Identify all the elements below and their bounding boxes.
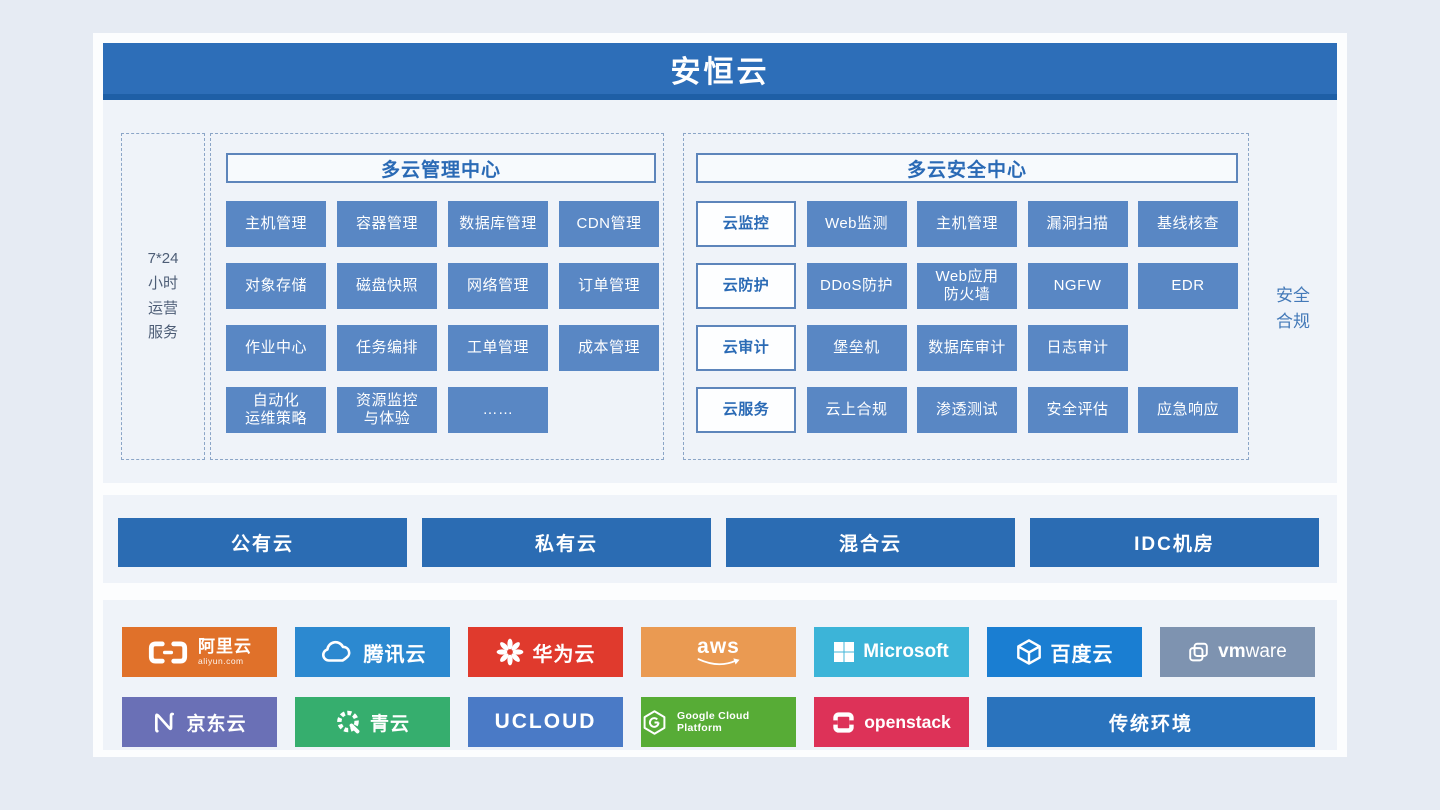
- security-item: EDR: [1138, 263, 1238, 309]
- management-center-panel: 多云管理中心 主机管理 容器管理 数据库管理 CDN管理 对象存储 磁盘快照 网…: [210, 133, 664, 460]
- provider-label: vm: [1218, 641, 1246, 662]
- infrastructure-item-private-cloud: 私有云: [422, 518, 711, 567]
- provider-tile-baidu-cloud: 百度云: [987, 627, 1142, 677]
- management-item: 订单管理: [559, 263, 659, 309]
- security-item: Web应用 防火墙: [917, 263, 1017, 309]
- management-item: CDN管理: [559, 201, 659, 247]
- architecture-panel: 安恒云 7*24 小时 运营 服务 多云管理中心 主机管理 容器管理 数据库管理…: [103, 43, 1337, 483]
- security-item: 渗透测试: [917, 387, 1017, 433]
- provider-tile-openstack: openstack: [814, 697, 969, 747]
- management-item: 作业中心: [226, 325, 326, 371]
- provider-label: ware: [1245, 641, 1287, 662]
- management-item: 资源监控 与体验: [337, 387, 437, 433]
- huawei-flower-icon: [496, 638, 524, 666]
- infrastructure-item-public-cloud: 公有云: [118, 518, 407, 567]
- security-center-panel: 多云安全中心 云监控 Web监测 主机管理 漏洞扫描 基线核查 云防护 DDoS…: [683, 133, 1249, 460]
- security-item: 云上合规: [806, 387, 907, 433]
- provider-label: Microsoft: [863, 641, 949, 662]
- provider-tile-qingcloud: 青云: [295, 697, 450, 747]
- security-item: NGFW: [1027, 263, 1128, 309]
- security-category: 云服务: [696, 387, 796, 433]
- security-category: 云监控: [696, 201, 796, 247]
- provider-tile-tencent-cloud: 腾讯云: [295, 627, 450, 677]
- management-item: 工单管理: [448, 325, 548, 371]
- security-center-title: 多云安全中心: [696, 153, 1238, 183]
- management-item: 容器管理: [337, 201, 437, 247]
- management-item-more: ……: [448, 387, 548, 433]
- baidu-cube-icon: [1016, 638, 1042, 666]
- provider-label: 传统环境: [1108, 713, 1193, 735]
- provider-sublabel: aliyun.com: [198, 656, 244, 667]
- security-item: 日志审计: [1027, 325, 1128, 371]
- provider-label: 阿里云: [198, 637, 252, 657]
- provider-tile-traditional-env: 传统环境: [987, 697, 1315, 747]
- microsoft-window-icon: [834, 642, 855, 662]
- security-item: 漏洞扫描: [1027, 201, 1128, 247]
- security-item: 主机管理: [917, 201, 1017, 247]
- provider-label: 华为云: [532, 643, 596, 666]
- vmware-icon: [1188, 642, 1209, 663]
- security-category: 云审计: [696, 325, 796, 371]
- security-compliance-label: 安全 合规: [1276, 286, 1310, 331]
- provider-label: aws: [697, 635, 740, 658]
- provider-tile-jd-cloud: 京东云: [122, 697, 277, 747]
- providers-row-1: 阿里云 aliyun.com 腾讯云: [122, 627, 1315, 677]
- ops-service-label: 7*24 小时 运营 服务: [147, 250, 179, 342]
- provider-tile-ucloud: UCLOUD: [468, 697, 623, 747]
- providers-row-2: 京东云 青云 UCLOUD: [122, 697, 1315, 747]
- infrastructure-item-hybrid-cloud: 混合云: [726, 518, 1015, 567]
- product-title: 安恒云: [670, 55, 770, 89]
- tencent-cloud-icon: [319, 640, 355, 665]
- provider-tile-aliyun: 阿里云 aliyun.com: [122, 627, 277, 677]
- provider-label: 腾讯云: [363, 643, 427, 666]
- management-item: 网络管理: [448, 263, 548, 309]
- security-item: 数据库审计: [917, 325, 1017, 371]
- header-banner: 安恒云: [103, 43, 1337, 100]
- management-item: 对象存储: [226, 263, 326, 309]
- management-item: 磁盘快照: [337, 263, 437, 309]
- management-item: 成本管理: [559, 325, 659, 371]
- provider-label: 京东云: [186, 713, 247, 735]
- security-item: 堡垒机: [806, 325, 907, 371]
- management-center-title: 多云管理中心: [226, 153, 656, 183]
- alibaba-brackets-icon: [147, 640, 189, 665]
- security-item: DDoS防护: [806, 263, 907, 309]
- provider-label: 青云: [369, 713, 410, 735]
- aws-smile-icon: [696, 657, 742, 668]
- ops-service-box: 7*24 小时 运营 服务: [121, 133, 205, 460]
- google-cloud-hexagon-icon: [641, 709, 668, 736]
- providers-panel: 阿里云 aliyun.com 腾讯云: [103, 600, 1337, 750]
- provider-label: UCLOUD: [494, 710, 597, 733]
- infrastructure-item-idc: IDC机房: [1030, 518, 1319, 567]
- management-item: 主机管理: [226, 201, 326, 247]
- management-item: 任务编排: [337, 325, 437, 371]
- infrastructure-bar: 公有云 私有云 混合云 IDC机房: [118, 518, 1319, 567]
- jd-cloud-icon: [152, 710, 177, 735]
- infrastructure-panel: 公有云 私有云 混合云 IDC机房: [103, 495, 1337, 583]
- security-item: 安全评估: [1027, 387, 1128, 433]
- provider-tile-aws: aws: [641, 627, 796, 677]
- provider-tile-vmware: vmware: [1160, 627, 1315, 677]
- security-item: 基线核查: [1138, 201, 1238, 247]
- provider-tile-microsoft: Microsoft: [814, 627, 969, 677]
- provider-label: Google Cloud Platform: [677, 710, 750, 734]
- management-item: 数据库管理: [448, 201, 548, 247]
- security-grid: 云监控 Web监测 主机管理 漏洞扫描 基线核查 云防护 DDoS防护 Web应…: [696, 201, 1238, 433]
- security-category: 云防护: [696, 263, 796, 309]
- provider-tile-google-cloud: Google Cloud Platform: [641, 697, 796, 747]
- content-frame: 安恒云 7*24 小时 运营 服务 多云管理中心 主机管理 容器管理 数据库管理…: [93, 33, 1347, 757]
- security-item: Web监测: [806, 201, 907, 247]
- management-item: 自动化 运维策略: [226, 387, 326, 433]
- provider-label: openstack: [864, 711, 951, 732]
- management-grid: 主机管理 容器管理 数据库管理 CDN管理 对象存储 磁盘快照 网络管理 订单管…: [226, 201, 659, 433]
- openstack-icon: [832, 711, 856, 734]
- security-item: 应急响应: [1138, 387, 1238, 433]
- provider-label: 百度云: [1050, 643, 1114, 666]
- qingcloud-icon: [335, 709, 361, 735]
- provider-tile-huawei-cloud: 华为云: [468, 627, 623, 677]
